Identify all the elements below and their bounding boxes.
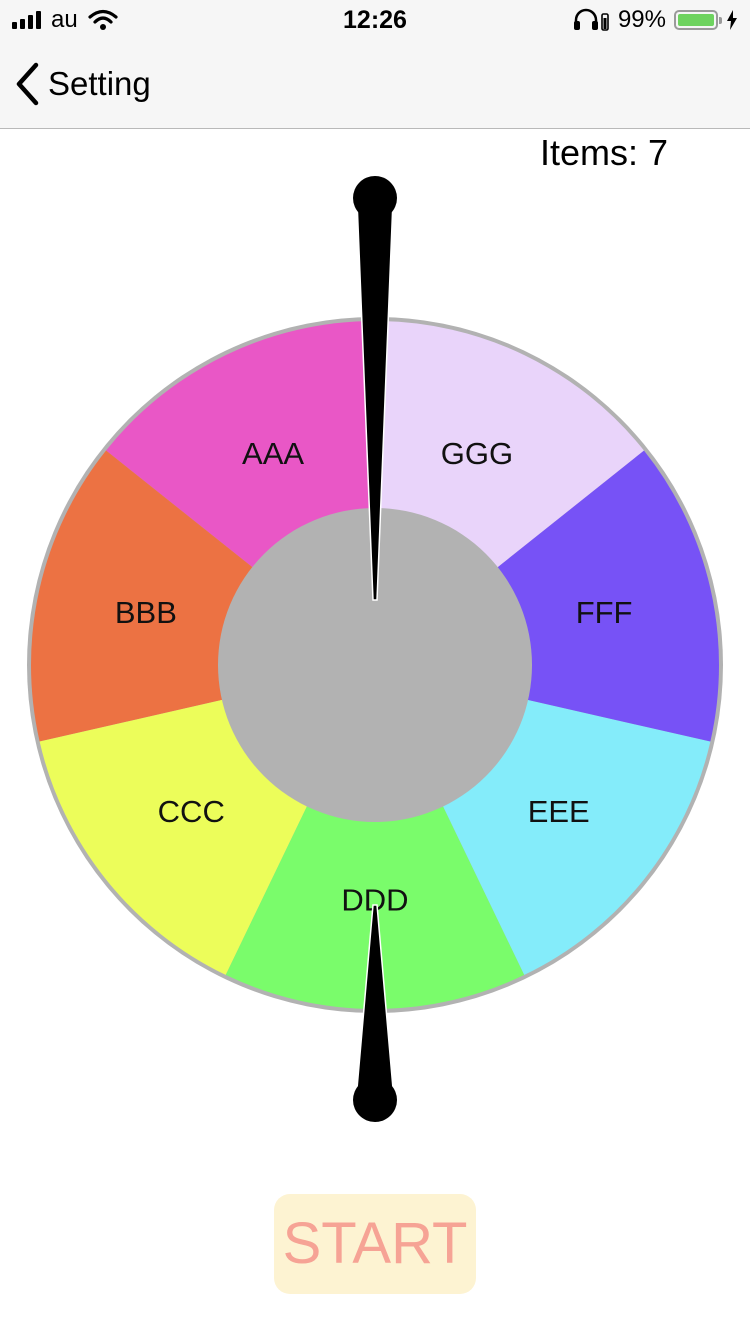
battery-percent: 99%: [617, 6, 666, 33]
chevron-left-icon: [16, 62, 39, 106]
needle-bottom-knob: [353, 1078, 397, 1122]
signal-icon: [12, 11, 41, 29]
charging-icon: [727, 10, 737, 30]
status-time: 12:26: [343, 6, 407, 34]
segment-label: FFF: [576, 595, 633, 630]
carrier-label: au: [51, 6, 78, 33]
battery-icon: [674, 10, 722, 30]
battery-level-fill: [678, 14, 714, 26]
status-left: au: [12, 6, 118, 34]
needle-top-knob: [353, 176, 397, 220]
wifi-icon: [88, 9, 118, 30]
segment-label: BBB: [115, 595, 177, 630]
items-count: Items: 7: [539, 132, 668, 173]
segment-label: GGG: [441, 436, 513, 471]
pointer-needle: [353, 176, 397, 1122]
headphones-icon: [573, 8, 609, 31]
segment-label: AAA: [242, 436, 304, 471]
status-right: 99%: [572, 6, 738, 34]
wheel-segment-ddd: [225, 665, 525, 1009]
nav-bar: Setting: [0, 40, 750, 129]
status-bar: au 12:26 99%: [0, 0, 750, 40]
start-button[interactable]: START: [274, 1194, 476, 1294]
battery-tip: [719, 17, 722, 24]
back-button-label: Setting: [48, 65, 151, 102]
back-button[interactable]: Setting: [14, 40, 151, 128]
segment-label: CCC: [158, 794, 225, 829]
wheel-hub: [218, 508, 532, 822]
segment-label: EEE: [528, 794, 590, 829]
